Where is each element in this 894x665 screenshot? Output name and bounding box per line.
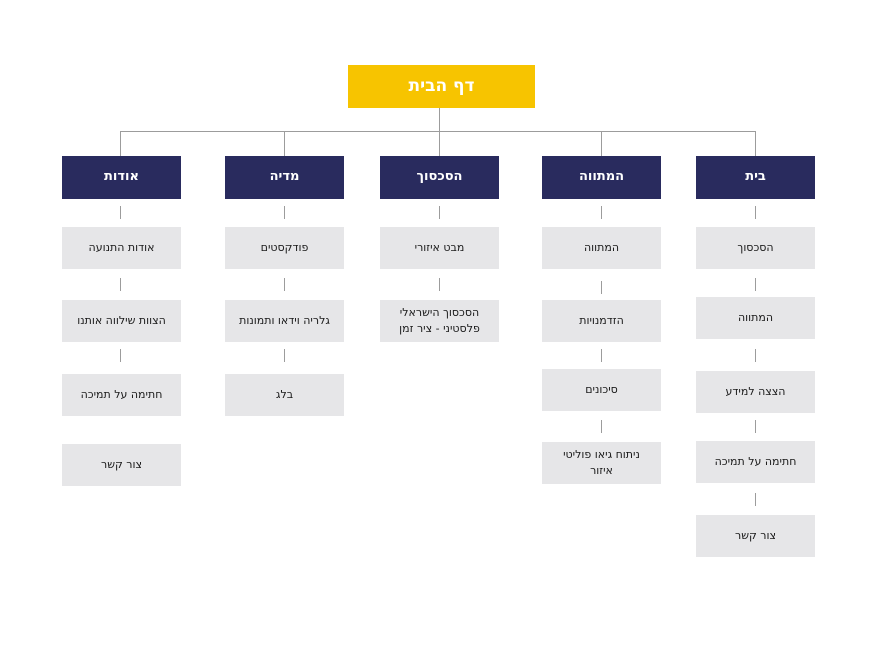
node-home-conflict[interactable]: הסכסוך — [696, 227, 815, 269]
branch-drop-3 — [439, 131, 440, 156]
node-home-info-preview[interactable]: הצצה למידע — [696, 371, 815, 413]
node-home-outline[interactable]: המתווה — [696, 297, 815, 339]
root-node[interactable]: דף הבית — [348, 65, 535, 108]
node-about-movement[interactable]: אודות התנועה — [62, 227, 181, 269]
node-home-sign-support[interactable]: חתימה על תמיכה — [696, 441, 815, 483]
connector — [601, 349, 602, 362]
section-media[interactable]: מדיה — [225, 156, 344, 199]
connector — [284, 206, 285, 219]
section-about[interactable]: אודות — [62, 156, 181, 199]
branch-drop-5 — [120, 131, 121, 156]
node-media-blog[interactable]: בלג — [225, 374, 344, 416]
node-about-team[interactable]: הצוות שילווה אותנו — [62, 300, 181, 342]
branch-connector — [120, 131, 755, 132]
connector — [601, 206, 602, 219]
connector — [755, 206, 756, 219]
node-media-gallery[interactable]: גלריה וידאו ותמונות — [225, 300, 344, 342]
connector — [755, 349, 756, 362]
node-media-podcasts[interactable]: פודקסטים — [225, 227, 344, 269]
node-conflict-regional[interactable]: מבט איזורי — [380, 227, 499, 269]
node-outline-outline[interactable]: המתווה — [542, 227, 661, 269]
node-about-sign-support[interactable]: חתימה על תמיכה — [62, 374, 181, 416]
connector — [755, 493, 756, 506]
connector — [755, 278, 756, 291]
connector — [601, 420, 602, 433]
branch-drop-1 — [755, 131, 756, 156]
node-outline-opportunities[interactable]: הזדמנויות — [542, 300, 661, 342]
node-home-contact[interactable]: צור קשר — [696, 515, 815, 557]
connector — [601, 281, 602, 294]
connector — [120, 206, 121, 219]
connector — [439, 278, 440, 291]
node-outline-geopolitical[interactable]: ניתוח גיאו פוליטי איזור — [542, 442, 661, 484]
section-conflict[interactable]: הסכסוך — [380, 156, 499, 199]
section-outline[interactable]: המתווה — [542, 156, 661, 199]
connector — [439, 206, 440, 219]
connector — [120, 278, 121, 291]
node-outline-risks[interactable]: סיכונים — [542, 369, 661, 411]
branch-drop-2 — [601, 131, 602, 156]
connector — [755, 420, 756, 433]
root-connector — [439, 108, 440, 131]
connector — [120, 349, 121, 362]
branch-drop-4 — [284, 131, 285, 156]
connector — [284, 278, 285, 291]
section-home[interactable]: בית — [696, 156, 815, 199]
connector — [284, 349, 285, 362]
node-conflict-timeline[interactable]: הסכסוך הישראלי פלסטיני - ציר זמן — [380, 300, 499, 342]
node-about-contact[interactable]: צור קשר — [62, 444, 181, 486]
